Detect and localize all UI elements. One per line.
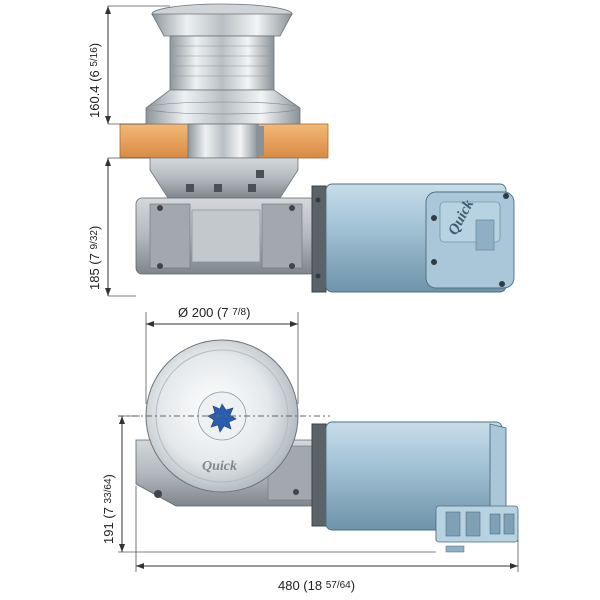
capstan-drum xyxy=(169,35,275,91)
deck-shaft xyxy=(187,123,259,159)
plan-motor-flange xyxy=(311,423,327,527)
housing-bolts xyxy=(186,170,264,192)
drum-grooves xyxy=(170,45,274,77)
plan-view: Quick xyxy=(118,339,519,553)
dim-height-top: 160.4 (6 5/16) xyxy=(87,43,102,118)
dimension-lines xyxy=(105,5,519,572)
under-deck-housing xyxy=(149,157,299,199)
winch-handle-socket xyxy=(207,403,237,433)
drum-logo: Quick xyxy=(202,459,237,474)
dim-diameter: Ø 200 (7 7/8) xyxy=(178,305,250,320)
capstan-cap-rim xyxy=(151,13,293,37)
dim-height-base: 185 (7 9/32) xyxy=(87,226,102,290)
side-elevation-view: Quick xyxy=(119,3,515,293)
dim-height-side: 191 (7 33/64) xyxy=(101,474,116,544)
capstan-base-flange xyxy=(145,89,301,125)
dim-length: 480 (18 57/64) xyxy=(278,578,355,593)
